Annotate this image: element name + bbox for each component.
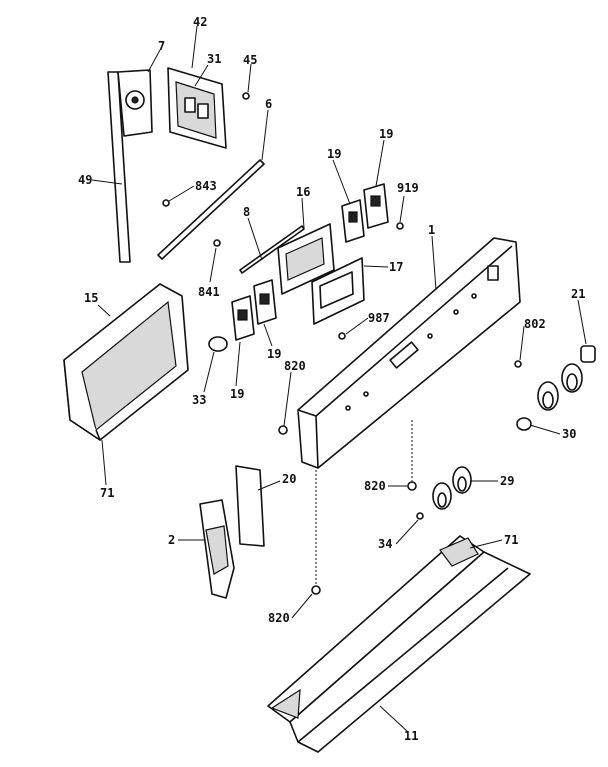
callout-16: 16 xyxy=(296,185,310,199)
callout-7: 7 xyxy=(158,39,165,53)
callout-1: 1 xyxy=(428,223,435,237)
callout-19-upper-right: 19 xyxy=(379,127,393,141)
part-19-switch-lower-left xyxy=(231,295,255,341)
callout-802: 802 xyxy=(524,317,546,331)
part-17-bracket xyxy=(311,257,365,325)
knob-bezel-pair-right xyxy=(537,363,583,411)
part-2-end-cap xyxy=(199,499,235,599)
part-19-switch-lower-right xyxy=(253,279,277,325)
part-45-screw xyxy=(242,92,250,100)
callout-49: 49 xyxy=(78,173,92,187)
part-919-screw xyxy=(396,222,404,230)
callout-6: 6 xyxy=(265,97,272,111)
callout-841: 841 xyxy=(198,285,220,299)
part-6-rod xyxy=(157,159,265,260)
part-7-bracket xyxy=(107,69,153,263)
callout-987: 987 xyxy=(368,311,390,325)
part-8-rod xyxy=(239,225,305,274)
callout-8: 8 xyxy=(243,205,250,219)
part-42-switch-plate xyxy=(167,67,227,149)
callout-31: 31 xyxy=(207,52,221,66)
callout-820-middle: 820 xyxy=(364,479,386,493)
callout-labels: 42 7 31 45 6 49 843 19 19 919 16 8 1 17 … xyxy=(78,15,585,743)
callout-843: 843 xyxy=(195,179,217,193)
callout-2: 2 xyxy=(168,533,175,547)
part-20-bracket xyxy=(235,465,265,547)
part-19-switch-upper-right xyxy=(363,183,389,229)
callout-19-lower-right: 19 xyxy=(267,347,281,361)
callout-30: 30 xyxy=(562,427,576,441)
part-820-screw-lower xyxy=(311,585,321,595)
part-820-screw-middle xyxy=(407,481,417,491)
callout-34: 34 xyxy=(378,537,392,551)
callout-19-upper-left: 19 xyxy=(327,147,341,161)
part-29-bezels xyxy=(432,466,472,510)
callout-42: 42 xyxy=(193,15,207,29)
part-33-knob xyxy=(208,336,228,352)
part-820-screw-upper xyxy=(278,425,288,435)
callout-820-upper: 820 xyxy=(284,359,306,373)
part-30-knob xyxy=(516,417,532,431)
callout-11: 11 xyxy=(404,729,418,743)
callout-71-right: 71 xyxy=(504,533,518,547)
part-1-control-panel xyxy=(297,237,521,469)
callout-919: 919 xyxy=(397,181,419,195)
callout-71-left: 71 xyxy=(100,486,114,500)
part-802-screw xyxy=(514,360,522,368)
callout-820-lower: 820 xyxy=(268,611,290,625)
part-21-knob xyxy=(580,345,596,363)
part-841-screw xyxy=(213,239,221,247)
callout-20: 20 xyxy=(282,472,296,486)
callout-21: 21 xyxy=(571,287,585,301)
part-16-timer xyxy=(277,223,335,295)
callout-17: 17 xyxy=(389,260,403,274)
part-34-screw xyxy=(416,512,424,520)
callout-15: 15 xyxy=(84,291,98,305)
callout-19-lower-left: 19 xyxy=(230,387,244,401)
part-843-screw xyxy=(162,199,170,207)
callout-45: 45 xyxy=(243,53,257,67)
callout-29: 29 xyxy=(500,474,514,488)
part-19-switch-upper-left xyxy=(341,199,365,243)
part-11-trim-rail xyxy=(267,535,531,753)
part-15-side-channel xyxy=(63,283,189,441)
part-987-screw xyxy=(338,332,346,340)
leader-lines xyxy=(91,25,587,733)
callout-33: 33 xyxy=(192,393,206,407)
